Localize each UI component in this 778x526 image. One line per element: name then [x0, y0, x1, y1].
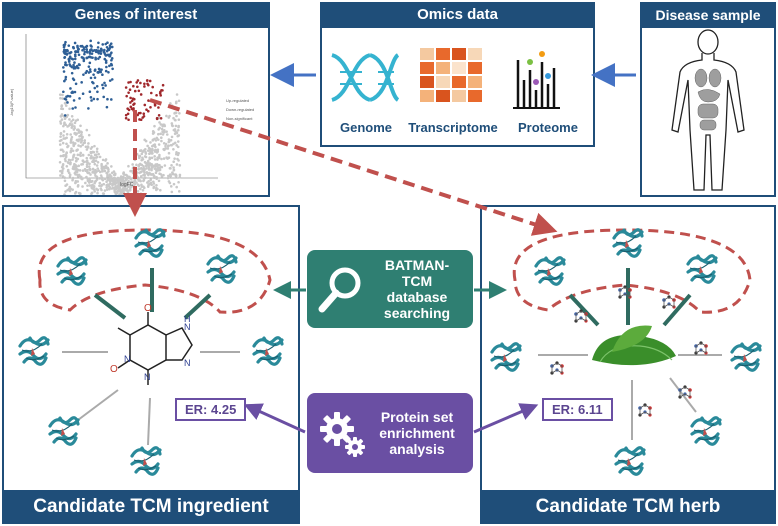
genome-label: Genome	[339, 120, 392, 135]
enrichment-analysis-button[interactable]: Protein set enrichment analysis	[307, 393, 473, 473]
batman-tcm-label: BATMAN-TCM database searching	[383, 257, 451, 321]
volcano-xlabel: logFC	[120, 182, 134, 188]
volcano-plot: Up-regulated Down-regulated Non-signific…	[8, 30, 266, 195]
volcano-legend: Up-regulated Down-regulated Non-signific…	[226, 96, 254, 123]
ingredient-er-badge: ER: 4.25	[175, 398, 247, 421]
ingredient-panel-title: Candidate TCM ingredient	[2, 490, 300, 524]
transcriptome-label: Transcriptome	[408, 120, 498, 135]
ingredient-panel	[2, 205, 300, 524]
herb-er-badge: ER: 6.11	[542, 398, 613, 421]
legend-nonsig: Non-significant	[226, 116, 253, 121]
legend-down: Down-regulated	[226, 107, 255, 112]
gears-icon	[320, 412, 365, 457]
legend-up: Up-regulated	[226, 98, 250, 103]
herb-panel-title: Candidate TCM herb	[480, 490, 776, 524]
volcano-ylabel: -log10(P-value)	[9, 88, 15, 117]
magnifier-icon	[318, 267, 361, 313]
genes-panel-title: Genes of interest	[2, 2, 270, 28]
enrichment-label: Protein set enrichment analysis	[379, 409, 455, 457]
disease-sample-panel	[640, 2, 776, 197]
herb-panel	[480, 205, 776, 524]
batman-tcm-search-button[interactable]: BATMAN-TCM database searching	[307, 250, 473, 328]
proteome-label: Proteome	[518, 120, 578, 135]
omics-panel-title: Omics data	[320, 2, 595, 28]
disease-panel-title: Disease sample	[640, 2, 776, 28]
